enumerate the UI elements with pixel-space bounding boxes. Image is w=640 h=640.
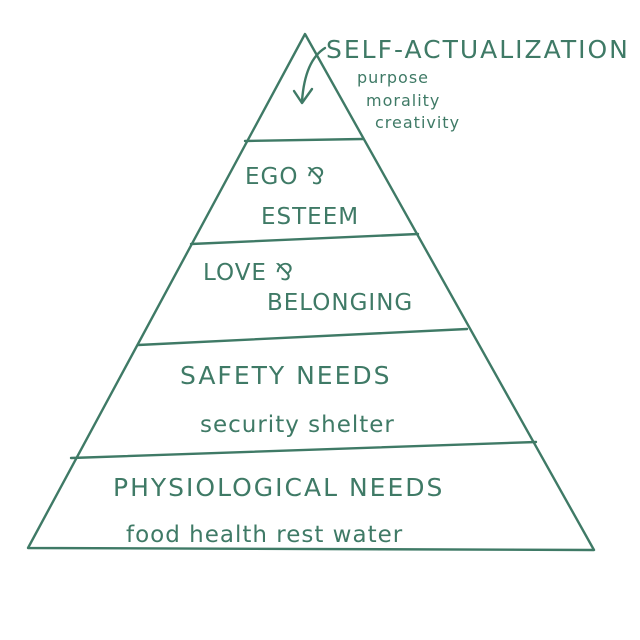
love-belonging-title-line-1: LOVE ⅋: [203, 260, 294, 286]
ego-esteem-title-line-2: ESTEEM: [261, 204, 359, 230]
self-actualization-detail-purpose: purpose: [357, 68, 429, 87]
self-actualization-detail-morality: morality: [366, 91, 440, 110]
pyramid-outline: [26, 32, 596, 552]
physiological-needs-title: PHYSIOLOGICAL NEEDS: [113, 473, 444, 502]
self-actualization-title: SELF-ACTUALIZATION: [326, 35, 630, 64]
level-divider-1: [243, 137, 365, 143]
self-actualization-callout-arrow: [300, 46, 327, 103]
self-actualization-arrow-head: [292, 87, 314, 105]
level-divider-2: [189, 232, 420, 246]
love-belonging-title-line-2: BELONGING: [267, 290, 413, 316]
physiological-needs-details: food health rest water: [126, 522, 403, 548]
level-divider-4: [69, 440, 538, 460]
ego-esteem-title-line-1: EGO ⅋: [245, 164, 326, 190]
self-actualization-detail-creativity: creativity: [375, 113, 460, 132]
level-divider-3: [136, 327, 469, 347]
safety-needs-title: SAFETY NEEDS: [180, 361, 392, 390]
safety-needs-details: security shelter: [200, 412, 395, 438]
